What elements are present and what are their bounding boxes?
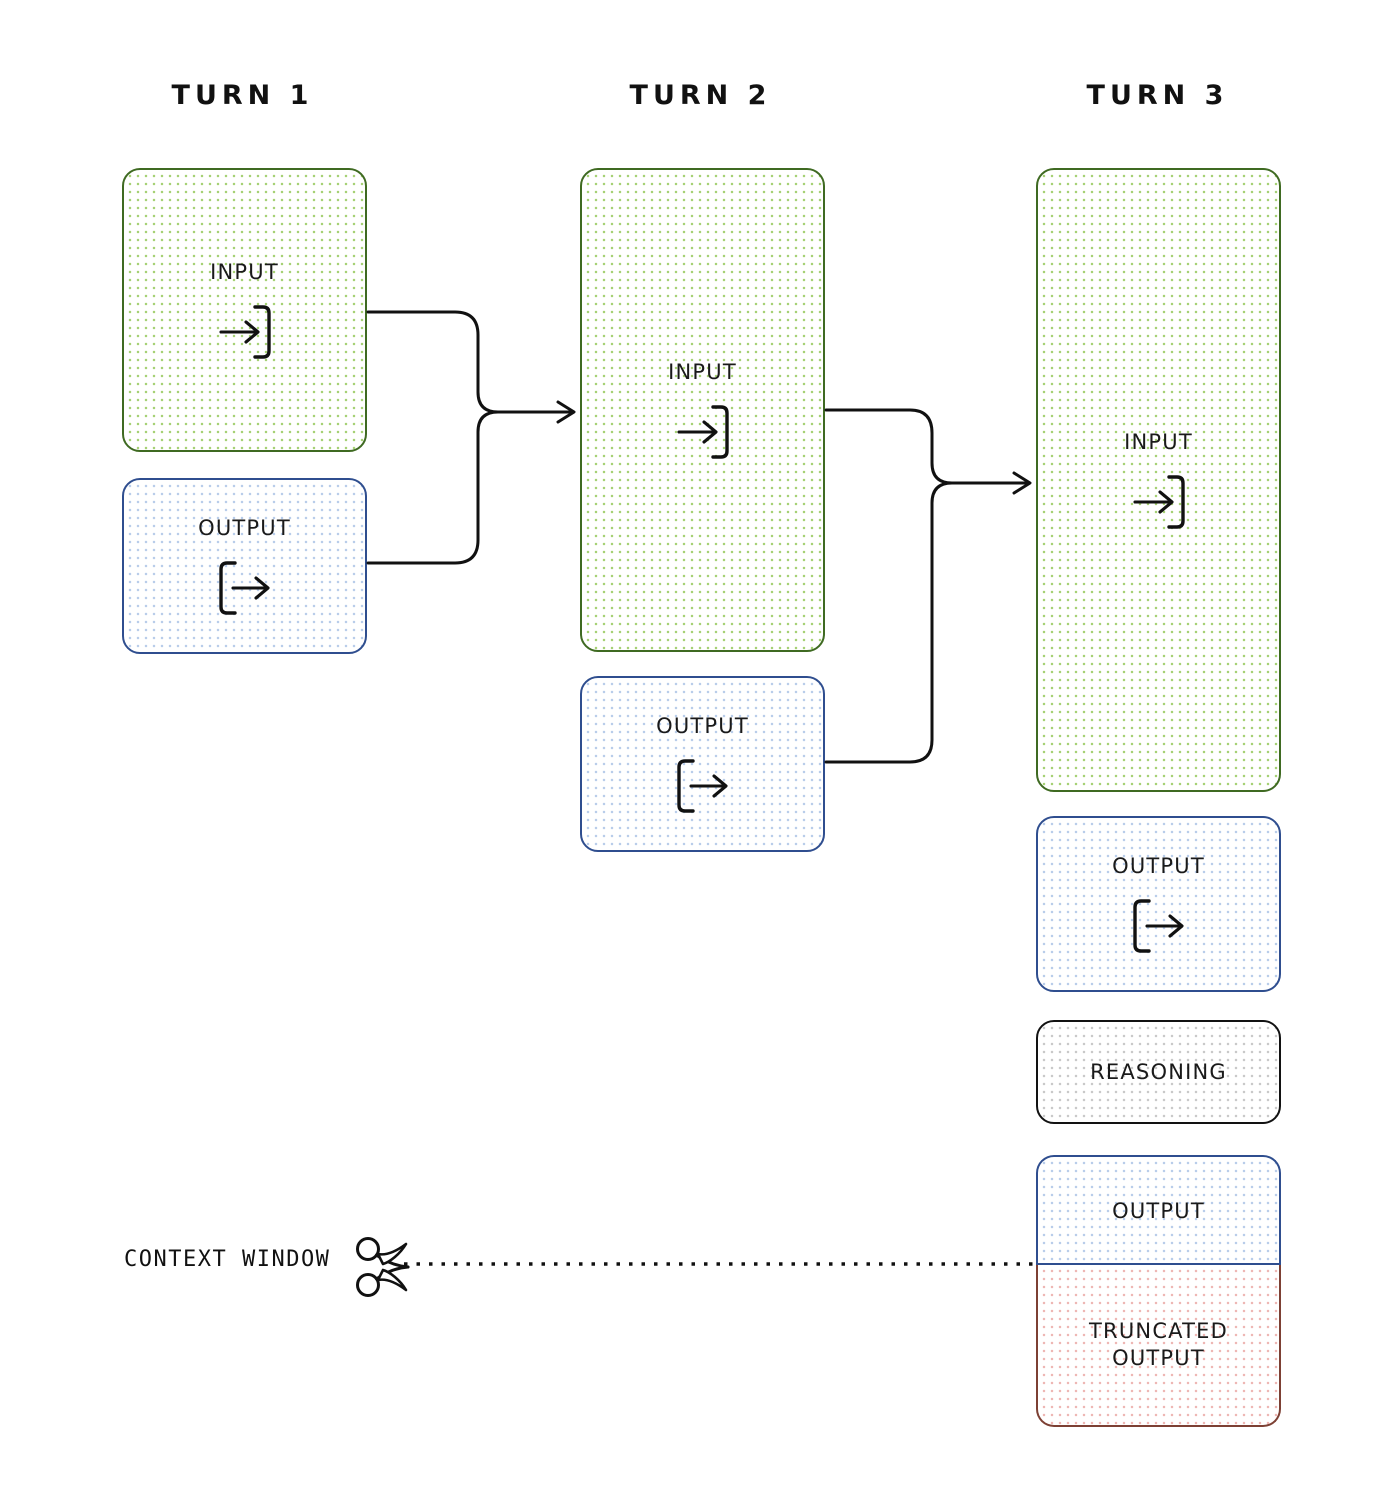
turn-2-input-block[interactable]: INPUT bbox=[580, 168, 825, 652]
context-window-cut-line bbox=[1036, 1263, 1281, 1265]
arrow-into-bracket-icon bbox=[673, 399, 733, 461]
turn-3-truncated-split-block[interactable]: OUTPUT TRUNCATED OUTPUT bbox=[1036, 1155, 1281, 1427]
arrow-into-bracket-icon bbox=[215, 299, 275, 361]
turn-3-truncated-label: TRUNCATED OUTPUT bbox=[1089, 1319, 1228, 1370]
turn-3-reasoning-label: REASONING bbox=[1090, 1059, 1227, 1084]
turn-3-output-label: OUTPUT bbox=[1112, 853, 1205, 878]
turn-1-heading: TURN 1 bbox=[171, 80, 314, 111]
turn-3-output-kept-label: OUTPUT bbox=[1112, 1198, 1205, 1223]
turn-1-input-label: INPUT bbox=[210, 259, 279, 284]
turn-3-input-label: INPUT bbox=[1124, 429, 1193, 454]
arrow-into-bracket-icon bbox=[1129, 469, 1189, 531]
connector-turn1-to-turn2 bbox=[366, 310, 576, 565]
turn-3-truncated-part[interactable]: TRUNCATED OUTPUT bbox=[1036, 1265, 1281, 1427]
turn-1-input-block[interactable]: INPUT bbox=[122, 168, 367, 452]
turn-2-output-block[interactable]: OUTPUT bbox=[580, 676, 825, 852]
turn-1-output-block[interactable]: OUTPUT bbox=[122, 478, 367, 654]
turn-2-output-label: OUTPUT bbox=[656, 713, 749, 738]
turn-3-output-block[interactable]: OUTPUT bbox=[1036, 816, 1281, 992]
turn-3-reasoning-block[interactable]: REASONING bbox=[1036, 1020, 1281, 1124]
connector-turn2-to-turn3 bbox=[824, 408, 1032, 764]
context-window-label: CONTEXT WINDOW bbox=[124, 1247, 331, 1272]
bracket-into-arrow-icon bbox=[1129, 893, 1189, 955]
turn-2-heading: TURN 2 bbox=[629, 80, 772, 111]
scissors-icon bbox=[356, 1237, 410, 1297]
bracket-into-arrow-icon bbox=[673, 753, 733, 815]
turn-3-heading: TURN 3 bbox=[1086, 80, 1229, 111]
bracket-into-arrow-icon bbox=[215, 555, 275, 617]
turn-3-output-kept-part[interactable]: OUTPUT bbox=[1036, 1155, 1281, 1265]
turn-3-input-block[interactable]: INPUT bbox=[1036, 168, 1281, 792]
turn-2-input-label: INPUT bbox=[668, 359, 737, 384]
turn-1-output-label: OUTPUT bbox=[198, 515, 291, 540]
